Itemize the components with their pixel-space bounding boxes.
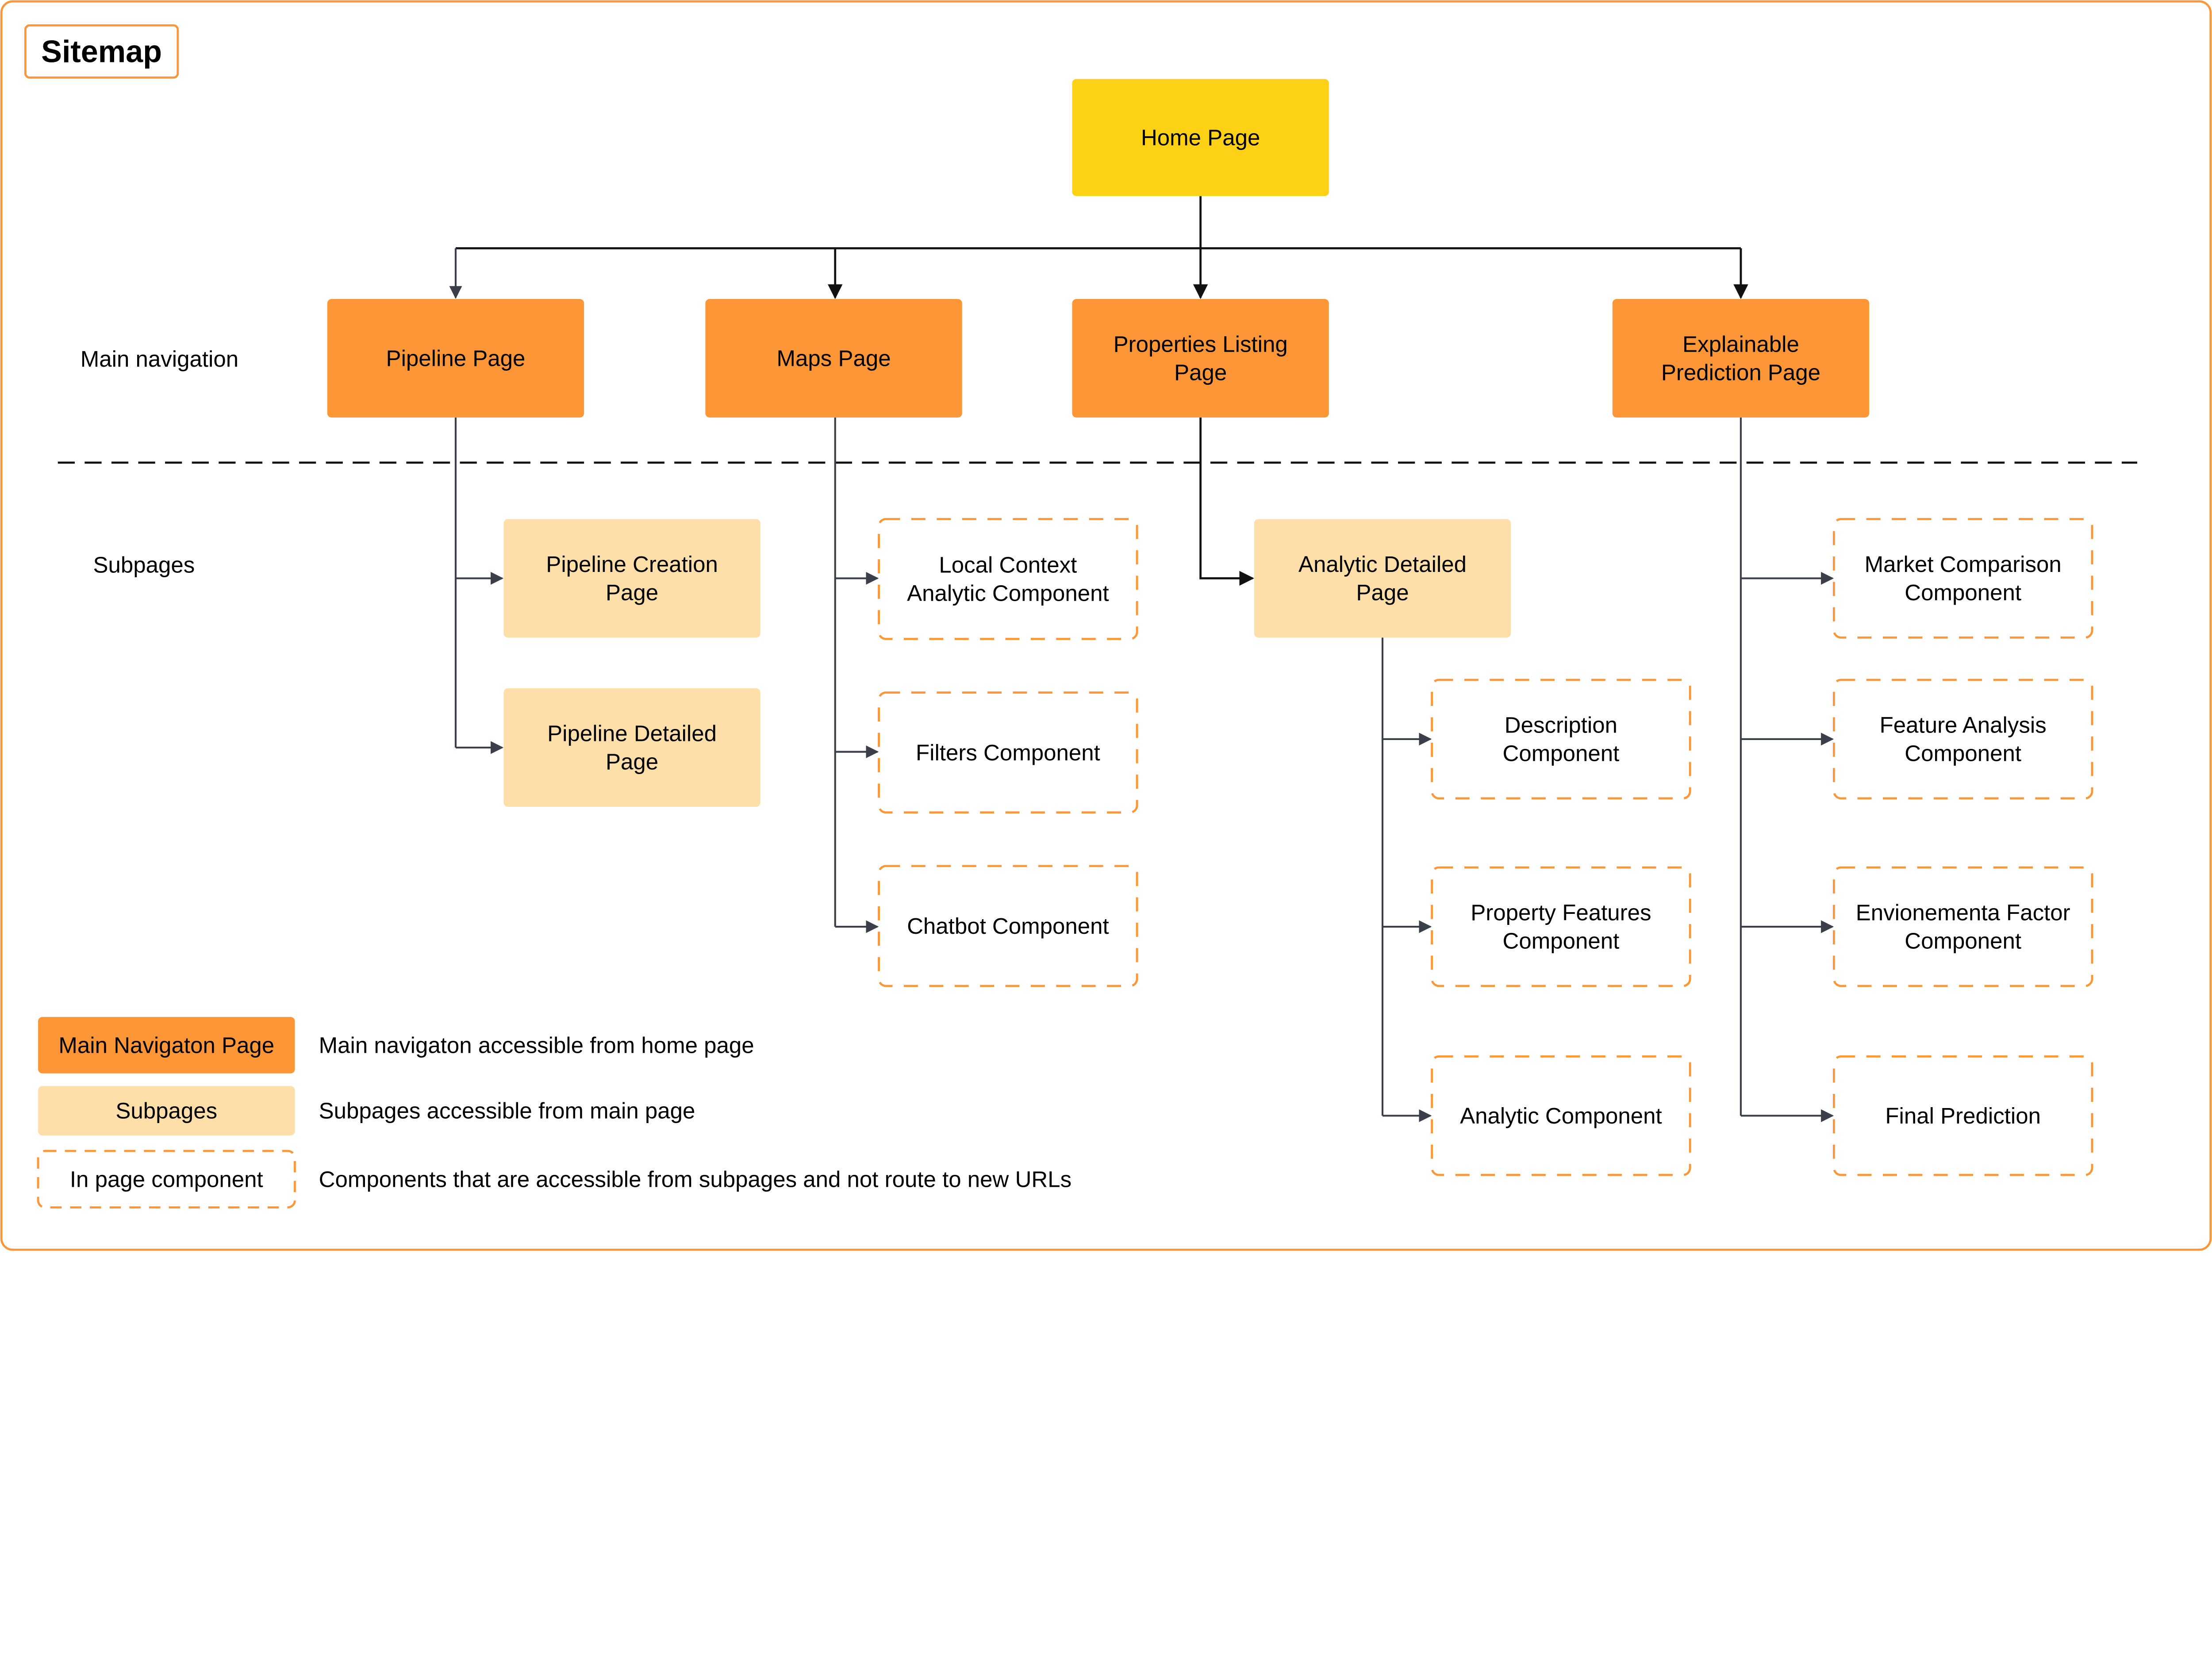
main-nav-node-box [705,299,962,418]
subpage-node-box [503,688,760,807]
legend-swatch [38,1086,295,1135]
main-nav-node-label: Maps Page [777,345,891,371]
component-node-label: Description [1505,713,1617,738]
subpage-node-label: Analytic Detailed [1298,552,1467,577]
component-node[interactable]: Final Prediction [1833,1055,2093,1176]
component-node-box [1833,518,2093,639]
component-node-label: Final Prediction [1885,1103,2041,1128]
main-nav-node-box [327,299,584,418]
component-node-label: Component [1905,580,2021,605]
legend-item: Main Navigaton Page Main navigaton access… [38,1017,754,1074]
component-node-box [1431,679,1691,800]
subpage-node-label: Pipeline Creation [546,552,718,577]
legend-description: Components that are accessible from subp… [319,1166,1071,1192]
component-node-box [878,518,1138,640]
row-label-main-navigation: Main navigation [81,346,238,372]
component-node[interactable]: Chatbot Component [878,865,1138,987]
component-node-label: Chatbot Component [907,913,1109,939]
sitemap-diagram: Sitemap Main navigation Subpages Home Pa… [0,0,2212,1251]
home-page-node[interactable]: Home Page [1072,79,1329,196]
component-node-box [1431,866,1691,987]
row-label-subpages: Subpages [93,552,195,578]
subpage-node-label: Page [1356,580,1409,605]
main-nav-node-label: Properties Listing [1114,332,1288,357]
component-node-label: Component [1905,740,2021,766]
main-nav-node-label: Pipeline Page [386,345,526,371]
component-node-box [878,865,1138,987]
component-node-label: Market Comparison [1865,552,2062,577]
home-page-node-label: Home Page [1141,125,1260,150]
legend-swatch [37,1150,296,1208]
legend-swatch [38,1017,295,1074]
legend-description: Main navigaton accessible from home page [319,1032,754,1058]
subpage-node-box [1254,519,1511,638]
component-node-label: Feature Analysis [1880,713,2047,738]
component-node-label: Analytic Component [907,580,1109,606]
subpage-node-label: Page [606,580,658,605]
component-node-box [1833,679,2093,800]
main-nav-node-box [1072,299,1329,418]
legend-description: Subpages accessible from main page [319,1098,695,1124]
main-nav-node-label: Explainable [1682,332,1799,357]
component-node-box [878,691,1138,814]
connectors [449,196,1834,1122]
diagram-title: Sitemap [41,34,162,69]
legend-key: Main Navigaton Page [58,1032,274,1058]
component-node-box [1833,1055,2093,1176]
home-page-node-box [1072,79,1329,196]
component-node-box [1833,866,2093,987]
main-nav-node-label: Prediction Page [1661,360,1820,385]
title-box: Sitemap [24,24,179,79]
subpage-node-label: Pipeline Detailed [547,721,717,746]
component-node-label: Analytic Component [1460,1103,1662,1128]
component-node-box [1431,1055,1691,1176]
main-nav-node-box [1612,299,1870,418]
component-node-label: Component [1503,740,1620,766]
legend-key: In page component [70,1166,263,1192]
component-node-label: Component [1503,928,1620,953]
subpage-node-box [503,519,760,638]
main-nav-node[interactable]: Maps Page [705,299,962,418]
component-node-label: Component [1905,928,2021,953]
connector-arrow [1199,417,1254,586]
component-node-label: Envionementa Factor [1856,900,2070,925]
component-node-label: Filters Component [916,740,1100,765]
component-node[interactable]: Filters Component [878,691,1138,814]
main-nav-node[interactable]: Pipeline Page [327,299,584,418]
legend: Main Navigaton Page Main navigaton access… [37,1017,1071,1208]
component-node[interactable]: Analytic Component [1431,1055,1691,1176]
component-node-label: Local Context [939,552,1077,578]
legend-item: Subpages Subpages accessible from main pa… [38,1086,695,1135]
component-node-label: Property Features [1471,900,1651,925]
legend-item: In page component Components that are acc… [37,1150,1071,1208]
main-nav-node-label: Page [1174,360,1227,385]
legend-key: Subpages [115,1098,217,1124]
subpage-node-label: Page [606,749,658,774]
